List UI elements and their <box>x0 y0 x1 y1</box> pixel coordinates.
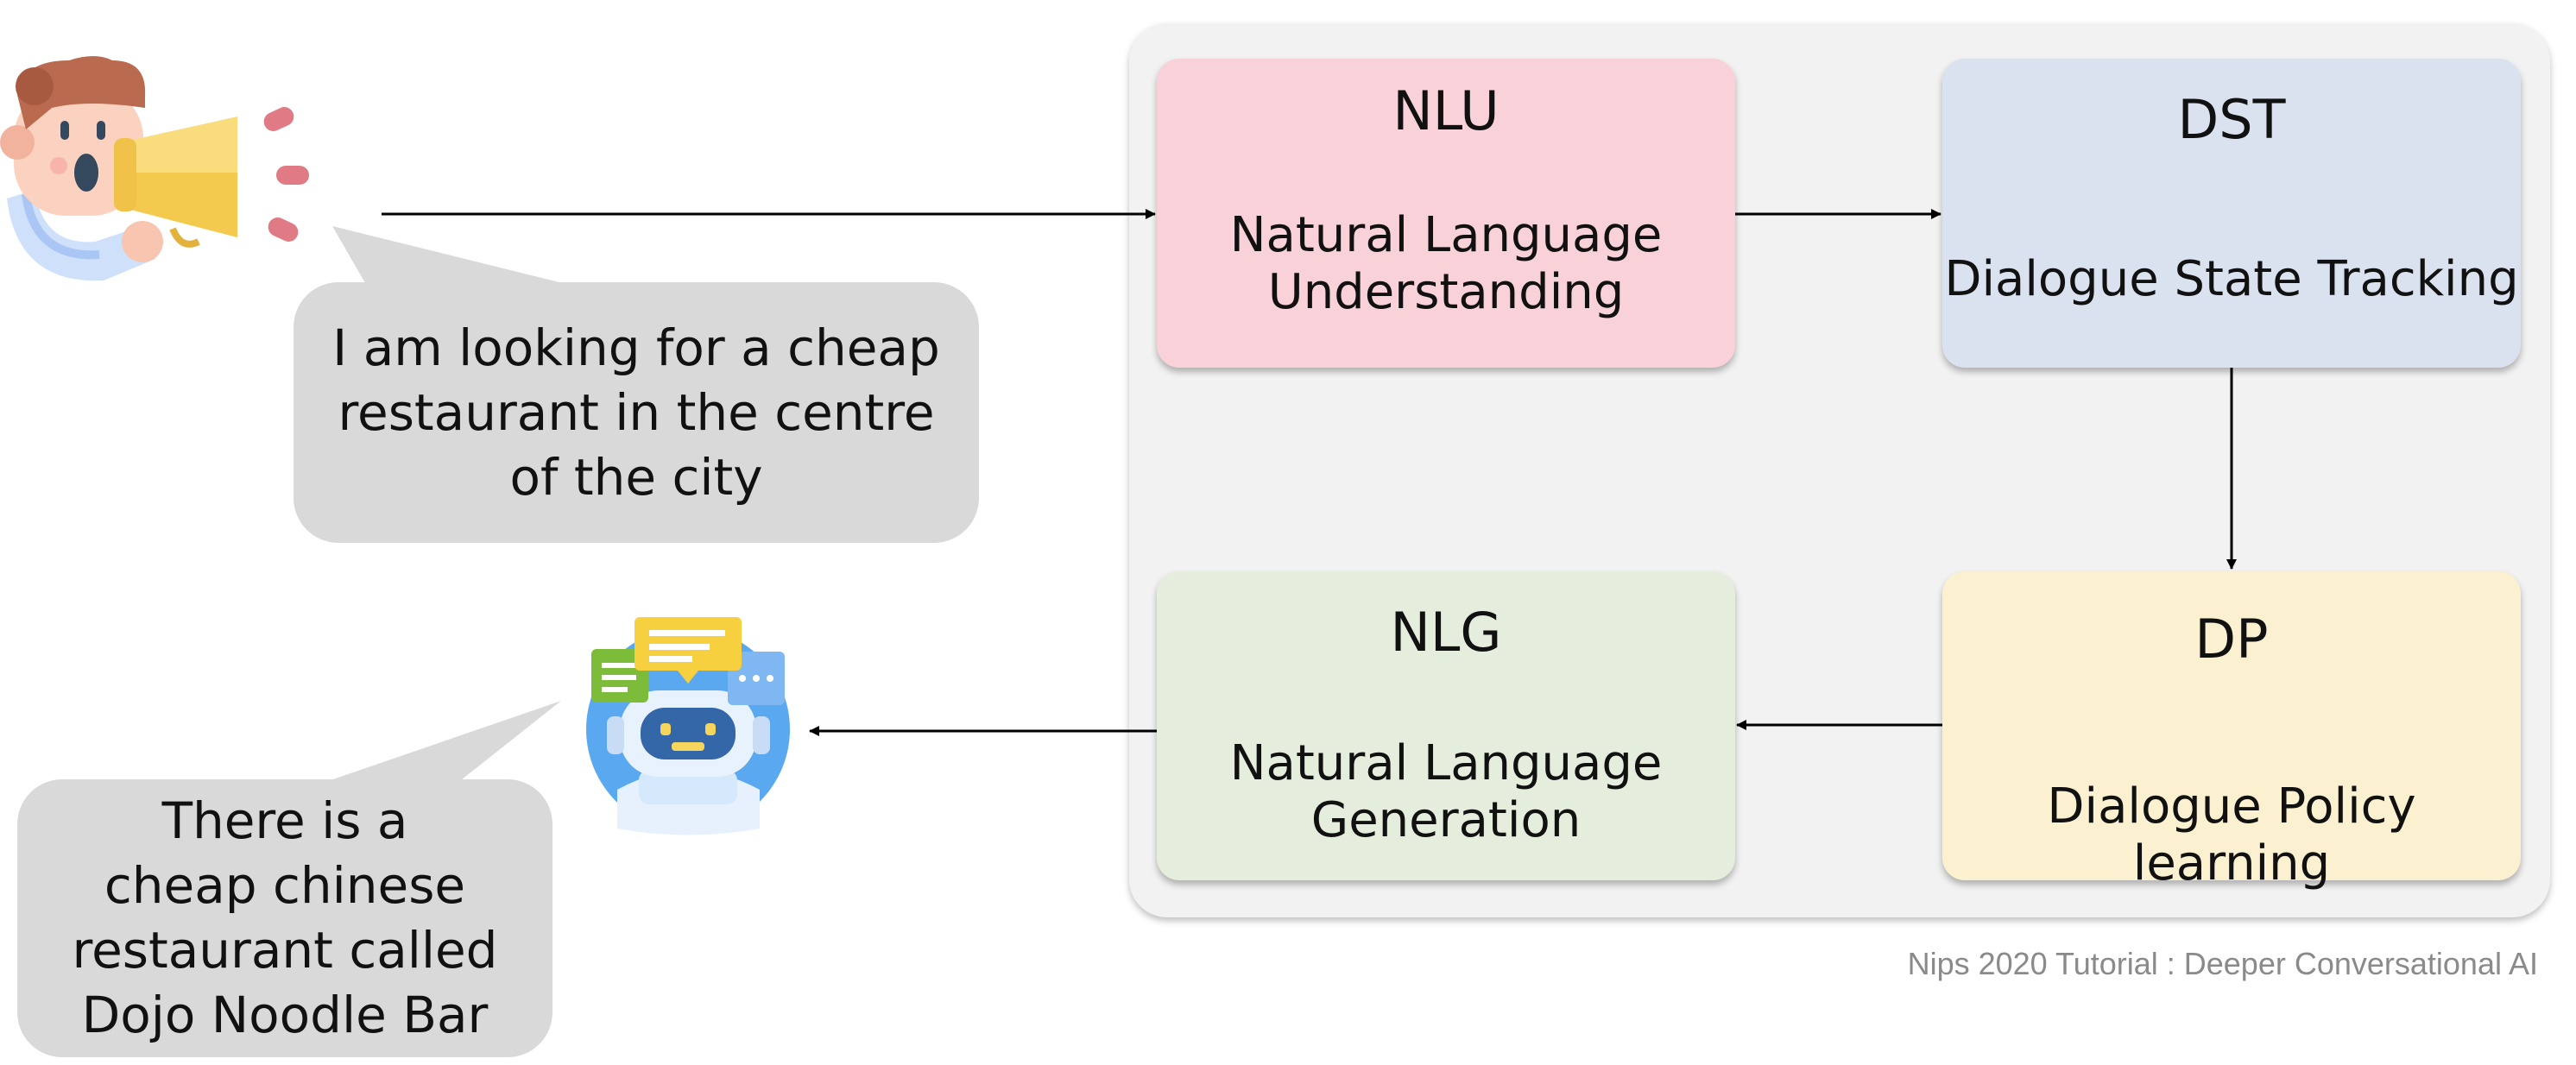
nlg-box: NLG Natural Language Generation <box>1157 571 1735 880</box>
bot-bubble-tail <box>328 701 561 790</box>
dst-abbr: DST <box>2177 88 2286 151</box>
man-megaphone-icon <box>0 56 309 281</box>
user-bubble-tail <box>332 226 570 293</box>
nlu-full-name: Natural Language Understanding <box>1229 207 1663 320</box>
dp-box: DP Dialogue Policy learning <box>1942 571 2521 892</box>
dst-full-name: Dialogue State Tracking <box>1944 251 2519 307</box>
chatbot-robot-icon <box>586 617 790 835</box>
nlg-abbr: NLG <box>1390 601 1502 664</box>
nlu-box: NLU Natural Language Understanding <box>1157 59 1735 368</box>
bot-message-text: There is a cheap chinese restaurant call… <box>72 791 498 1044</box>
dp-full-name: Dialogue Policy learning <box>2047 778 2416 892</box>
user-speech-bubble: I am looking for a cheap restaurant in t… <box>294 282 979 543</box>
bot-speech-bubble: There is a cheap chinese restaurant call… <box>17 779 552 1057</box>
nlg-full-name: Natural Language Generation <box>1229 735 1663 848</box>
dst-box: DST Dialogue State Tracking <box>1942 59 2521 368</box>
dp-abbr: DP <box>2194 608 2269 671</box>
user-message-text: I am looking for a cheap restaurant in t… <box>332 318 940 507</box>
credit-caption: Nips 2020 Tutorial : Deeper Conversation… <box>1907 946 2538 981</box>
nlu-abbr: NLU <box>1392 79 1500 142</box>
